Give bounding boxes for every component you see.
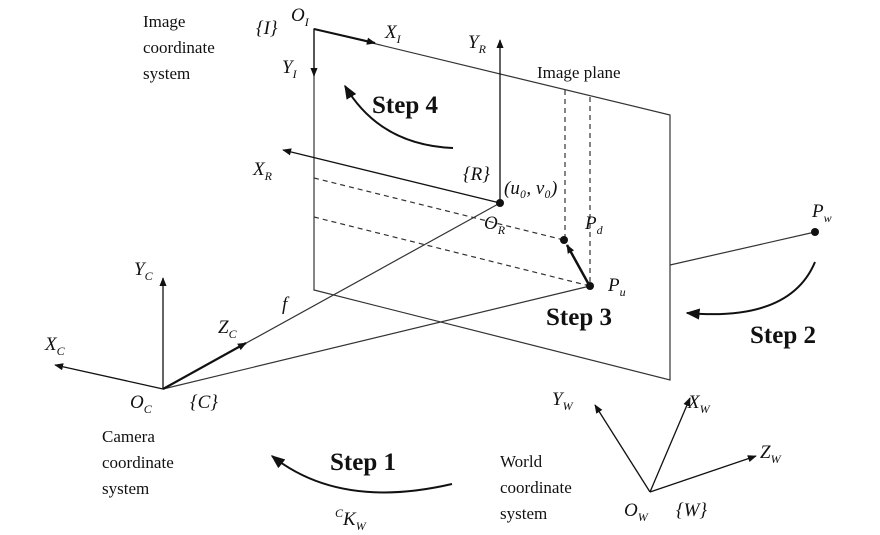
z-c-axis xyxy=(162,342,247,390)
z-w-axis xyxy=(649,455,757,493)
p-u-point xyxy=(586,282,594,290)
c-frame-label: {C} xyxy=(190,392,218,413)
x-c-label: XC xyxy=(44,334,66,358)
r-frame-label: {R} xyxy=(463,164,490,185)
o-w-label: OW xyxy=(624,500,649,524)
world-point-ray xyxy=(669,231,816,266)
o-r-point xyxy=(496,199,504,207)
step3-label: Step 3 xyxy=(546,304,612,331)
y-w-axis xyxy=(594,404,651,493)
y-r-label: YR xyxy=(468,32,487,56)
o-c-label: OC xyxy=(130,392,153,416)
x-w-label: XW xyxy=(687,392,711,416)
image-plane xyxy=(313,28,671,381)
camera-cs-label: Camera coordinate system xyxy=(102,427,178,498)
o-r-label: OR xyxy=(484,213,506,237)
projection-ray xyxy=(162,285,591,390)
w-frame-label: {W} xyxy=(676,500,707,521)
p-u-label: Pu xyxy=(607,275,626,299)
step4-label: Step 4 xyxy=(372,92,438,119)
step1-arrow xyxy=(270,455,453,494)
world-cs-label: World coordinate system xyxy=(500,452,576,523)
y-i-label: YI xyxy=(282,57,298,81)
o-i-label: OI xyxy=(291,5,310,29)
z-c-label: ZC xyxy=(218,317,238,341)
step2-arrow xyxy=(685,261,816,320)
step2-label: Step 2 xyxy=(750,322,816,349)
principal-point-label: (u₀, v₀) xyxy=(504,178,557,199)
distortion-arrow xyxy=(565,244,590,284)
x-w-axis xyxy=(649,397,691,493)
p-d-point xyxy=(560,236,568,244)
x-r-axis xyxy=(282,148,501,204)
y-w-label: YW xyxy=(552,389,574,413)
transform-k-label: CKW xyxy=(335,506,367,533)
z-w-label: ZW xyxy=(760,442,782,466)
y-c-label: YC xyxy=(134,259,154,283)
step4-arrow xyxy=(344,84,454,149)
p-d-label: Pd xyxy=(584,213,604,237)
image-cs-label: Image coordinate system xyxy=(143,12,219,83)
focal-length-label: f xyxy=(282,294,290,315)
p-w-label: Pw xyxy=(811,201,832,225)
projection-dashes xyxy=(313,90,591,287)
x-i-axis xyxy=(313,28,376,45)
image-frame-label: {I} xyxy=(256,18,278,39)
image-plane-label: Image plane xyxy=(537,63,621,82)
x-r-label: XR xyxy=(252,159,273,183)
x-i-label: XI xyxy=(384,22,402,46)
p-w-point xyxy=(811,228,819,236)
x-c-axis xyxy=(54,363,164,390)
step1-label: Step 1 xyxy=(330,449,396,476)
